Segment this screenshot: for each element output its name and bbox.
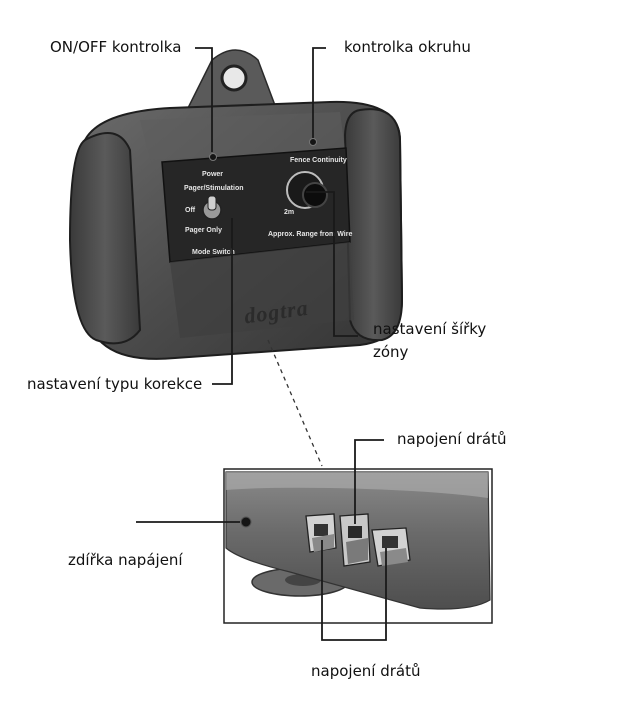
leader-correction-type — [212, 218, 233, 385]
range-2m-label: 2m — [284, 209, 294, 216]
leader-lines — [136, 47, 387, 641]
callout-wire-connection-top: napojení drátů — [397, 430, 507, 448]
continuity-led — [309, 138, 317, 146]
range-caption-label: Approx. Range from Wire — [268, 231, 352, 238]
power-led — [209, 153, 217, 161]
detail-inset — [223, 468, 493, 624]
leader-power-light — [195, 47, 213, 152]
callout-correction-type: nastavení typu korekce — [27, 375, 203, 393]
leader-wire-top — [354, 439, 384, 524]
wire-terminal-middle — [339, 513, 371, 567]
power-socket — [240, 516, 252, 528]
leader-wire-bottom — [321, 540, 387, 641]
left-bumper — [68, 131, 142, 345]
mode-off-label: Off — [185, 207, 196, 214]
power-label: Power — [202, 171, 223, 178]
wire-terminal-left — [305, 513, 337, 553]
leader-zone-width — [306, 191, 358, 337]
callout-power-light: ON/OFF kontrolka — [50, 38, 182, 56]
mode-switch-lever — [207, 195, 217, 211]
receiver-device: Power Fence Continuity Pager/Stimulation… — [68, 49, 404, 360]
callout-circuit-light: kontrolka okruhu — [344, 38, 471, 56]
mode-switch-label: Mode Switch — [192, 249, 235, 256]
callout-zone-width: nastavení šířky zóny — [373, 320, 487, 362]
callout-power-socket: zdířka napájení — [68, 551, 183, 569]
callout-wire-connection-bottom: napojení drátů — [311, 662, 421, 680]
leader-circuit-light — [312, 47, 326, 138]
mode-pager-only-label: Pager Only — [185, 227, 222, 234]
range-knob — [302, 182, 328, 208]
mode-pager-stim-label: Pager/Stimulation — [184, 185, 244, 192]
fence-continuity-label: Fence Continuity — [290, 157, 347, 164]
right-bumper — [343, 108, 404, 342]
mounting-hole — [220, 64, 248, 92]
wire-terminal-right — [371, 527, 411, 567]
detail-connector — [267, 339, 323, 467]
